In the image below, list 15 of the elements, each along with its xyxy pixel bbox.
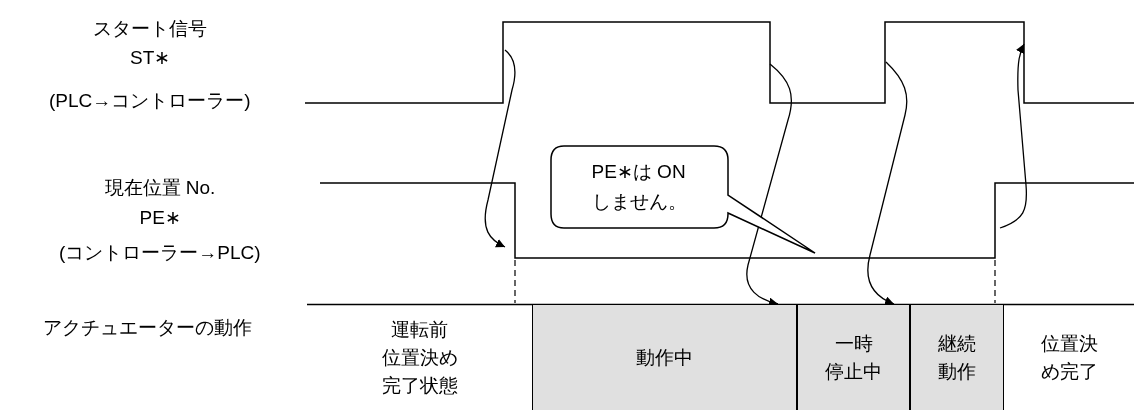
state-cell: 運転前位置決め完了状態 — [307, 305, 532, 410]
signal-label: スタート信号 — [93, 17, 207, 40]
row-label: アクチュエーターの動作 — [42, 316, 252, 339]
causality-arrow — [867, 61, 908, 305]
signal-label: (コントローラー→PLC) — [59, 241, 261, 264]
signal-label: ST∗ — [130, 46, 171, 69]
speech-bubble: PE∗は ON しません。 — [550, 145, 818, 257]
state-cell: 一時停止中 — [797, 305, 910, 410]
state-cell: 動作中 — [532, 305, 797, 410]
state-cell: 位置決め完了 — [1004, 305, 1134, 410]
signal-label: (PLC→コントローラー) — [49, 89, 251, 112]
state-cell: 継続動作 — [910, 305, 1004, 410]
signal-label: 現在位置 No. — [104, 176, 216, 199]
causality-arrow — [746, 63, 793, 307]
signal-label: PE∗ — [139, 206, 181, 229]
